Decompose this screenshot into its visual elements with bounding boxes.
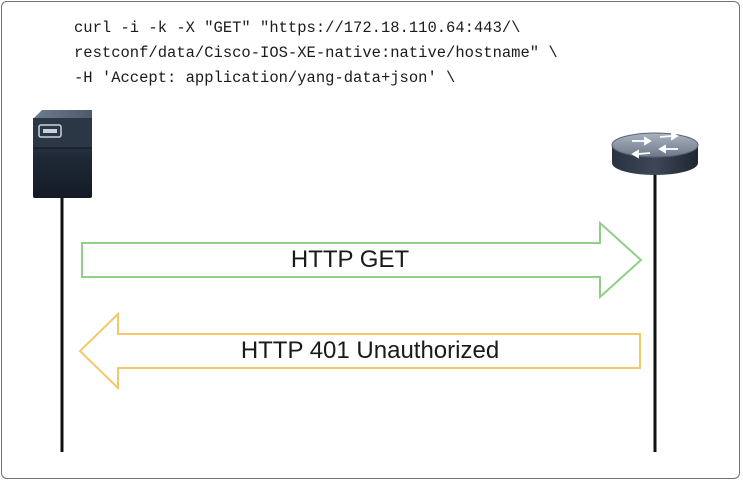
curl-command-line-2: restconf/data/Cisco-IOS-XE-native:native… bbox=[74, 44, 558, 62]
http-get-arrow bbox=[81, 220, 643, 300]
http-401-label: HTTP 401 Unauthorized bbox=[240, 337, 500, 364]
curl-command-line-3: -H 'Accept: application/yang-data+json' … bbox=[74, 69, 456, 87]
server-icon bbox=[33, 110, 92, 198]
curl-command: curl -i -k -X "GET" "https://172.18.110.… bbox=[74, 16, 558, 91]
http-get-label: HTTP GET bbox=[290, 246, 410, 273]
http-401-arrow bbox=[78, 311, 641, 391]
curl-command-line-1: curl -i -k -X "GET" "https://172.18.110.… bbox=[74, 19, 521, 37]
router-icon bbox=[611, 131, 699, 175]
